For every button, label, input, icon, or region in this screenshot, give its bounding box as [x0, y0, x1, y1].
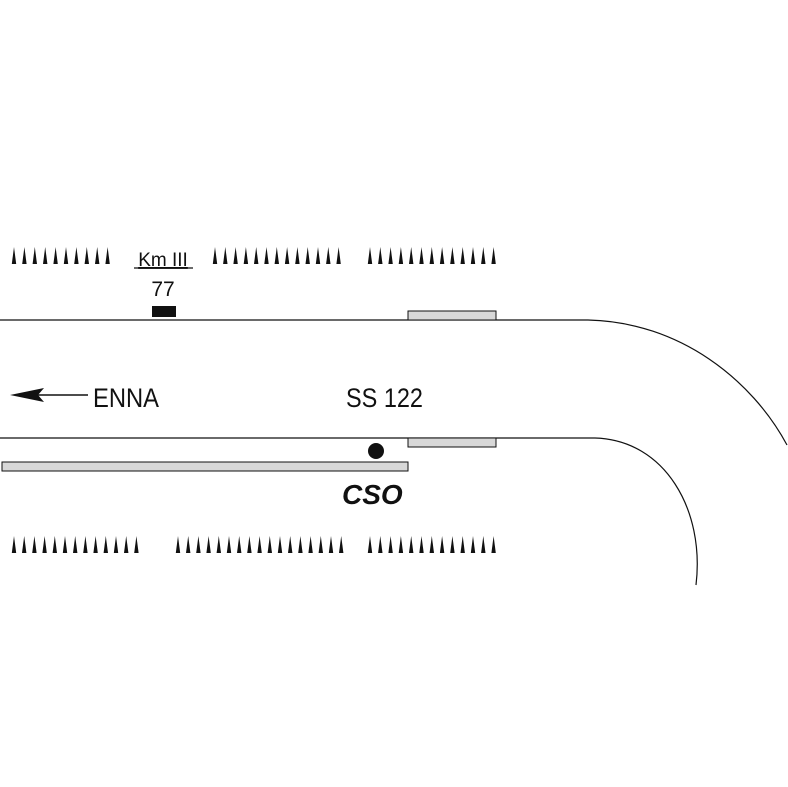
vegetation-spike	[339, 536, 344, 553]
vegetation-spike	[32, 247, 37, 264]
vegetation-spike	[378, 536, 383, 553]
vegetation-spike	[481, 536, 486, 553]
vegetation-spike	[32, 536, 37, 553]
vegetation-spike	[233, 247, 238, 264]
vegetation-spike	[105, 247, 110, 264]
vegetation-spike	[481, 247, 486, 264]
vegetation-spike	[267, 536, 272, 553]
vegetation-spike	[264, 247, 269, 264]
vegetation-row-top-left	[11, 247, 110, 264]
vegetation-spike	[491, 536, 496, 553]
vegetation-spike	[206, 536, 211, 553]
vegetation-spike	[470, 536, 476, 553]
vegetation-spike	[212, 247, 218, 264]
barrier-top	[407, 310, 497, 321]
vegetation-spike	[124, 536, 129, 553]
vegetation-spike	[378, 247, 383, 264]
barrier-long	[1, 461, 409, 472]
vegetation-spike	[243, 247, 249, 264]
vegetation-spike	[103, 536, 108, 553]
vegetation-spike	[439, 247, 445, 264]
vegetation-spike	[318, 536, 323, 553]
vegetation-spike	[175, 536, 181, 553]
vegetation-spike	[284, 247, 290, 264]
vegetation-spike	[216, 536, 221, 553]
vegetation-spike	[53, 247, 58, 264]
vegetation-spike	[305, 247, 310, 264]
vegetation-spike	[83, 536, 88, 553]
vegetation-spike	[43, 247, 48, 264]
vegetation-spike	[326, 247, 331, 264]
vegetation-spike	[62, 536, 68, 553]
vegetation-spike	[274, 247, 279, 264]
vegetation-spike	[257, 536, 262, 553]
km-marker-sign	[152, 306, 176, 317]
vegetation-spike	[388, 536, 393, 553]
vegetation-spike	[491, 247, 496, 264]
vegetation-row-top-middle	[212, 247, 341, 264]
vegetation-spike	[134, 536, 139, 553]
vegetation-row-bottom-middle	[175, 536, 344, 553]
vegetation-spike	[419, 247, 424, 264]
road-edge-top	[0, 319, 788, 446]
vegetation-spike	[52, 536, 57, 553]
vegetation-spike	[367, 247, 373, 264]
vegetation-row-top-right	[367, 247, 496, 264]
vegetation-spike	[336, 247, 341, 264]
vegetation-spike	[308, 536, 313, 553]
point-label: CSO	[342, 479, 403, 510]
vegetation-spike	[247, 536, 252, 553]
vegetation-spike	[450, 247, 455, 264]
vegetation-spike	[398, 536, 404, 553]
vegetation-spike	[254, 247, 259, 264]
vegetation-spike	[22, 536, 27, 553]
vegetation-spike	[439, 536, 445, 553]
vegetation-spike	[460, 247, 465, 264]
vegetation-spike	[11, 247, 17, 264]
vegetation-spike	[277, 536, 283, 553]
vegetation-spike	[388, 247, 393, 264]
vegetation-spike	[73, 536, 78, 553]
vegetation-spike	[113, 536, 119, 553]
barrier-bottom	[407, 437, 497, 448]
vegetation-spike	[450, 536, 455, 553]
vegetation-spike	[186, 536, 191, 553]
vegetation-spike	[419, 536, 424, 553]
vegetation-spike	[93, 536, 98, 553]
vegetation-spike	[288, 536, 293, 553]
vegetation-spike	[226, 536, 232, 553]
vegetation-spike	[223, 247, 228, 264]
vegetation-spike	[95, 247, 100, 264]
vegetation-spike	[196, 536, 201, 553]
vegetation-spike	[63, 247, 69, 264]
km-marker-label: Km III	[138, 250, 188, 271]
vegetation-spike	[429, 247, 434, 264]
vegetation-spike	[470, 247, 476, 264]
direction-label: ENNA	[93, 383, 159, 413]
vegetation-spike	[298, 536, 303, 553]
vegetation-spike	[237, 536, 242, 553]
vegetation-spike	[315, 247, 321, 264]
vegetation-spike	[295, 247, 300, 264]
road-label: SS 122	[346, 383, 423, 413]
vegetation-spike	[22, 247, 27, 264]
vegetation-spike	[74, 247, 79, 264]
vegetation-spike	[429, 536, 434, 553]
measurement-point	[368, 443, 384, 459]
vegetation-spike	[409, 247, 414, 264]
road-edge-bottom	[0, 437, 698, 586]
vegetation-row-bottom-right	[367, 536, 496, 553]
vegetation-row-bottom-left	[11, 536, 139, 553]
vegetation-spike	[367, 536, 373, 553]
vegetation-spike	[328, 536, 334, 553]
vegetation-spike	[42, 536, 47, 553]
vegetation-spike	[460, 536, 465, 553]
vegetation-spike	[409, 536, 414, 553]
arrow-left-icon	[10, 388, 88, 402]
km-marker-value: 77	[151, 278, 174, 301]
vegetation-spike	[398, 247, 404, 264]
vegetation-spike	[84, 247, 89, 264]
vegetation-spike	[11, 536, 17, 553]
